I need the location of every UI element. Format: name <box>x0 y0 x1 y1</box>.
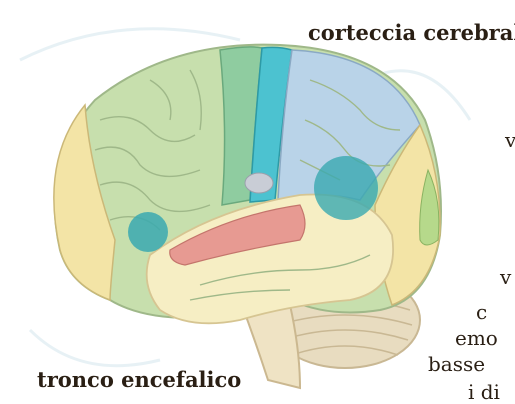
cropped-text-5: basse <box>428 352 485 376</box>
spot-frontal <box>128 212 168 252</box>
cropped-text-1: v <box>505 128 515 152</box>
cropped-text-4: emo <box>455 326 498 350</box>
cropped-text-2: v <box>500 265 511 289</box>
spot-parietal <box>314 156 378 220</box>
cortex-label: corteccia cerebrale <box>308 20 515 45</box>
cropped-text-3: c <box>476 300 487 324</box>
brainstem-label: tronco encefalico <box>37 367 241 392</box>
cropped-text-6: i di <box>468 380 500 404</box>
spot-center <box>245 173 273 193</box>
